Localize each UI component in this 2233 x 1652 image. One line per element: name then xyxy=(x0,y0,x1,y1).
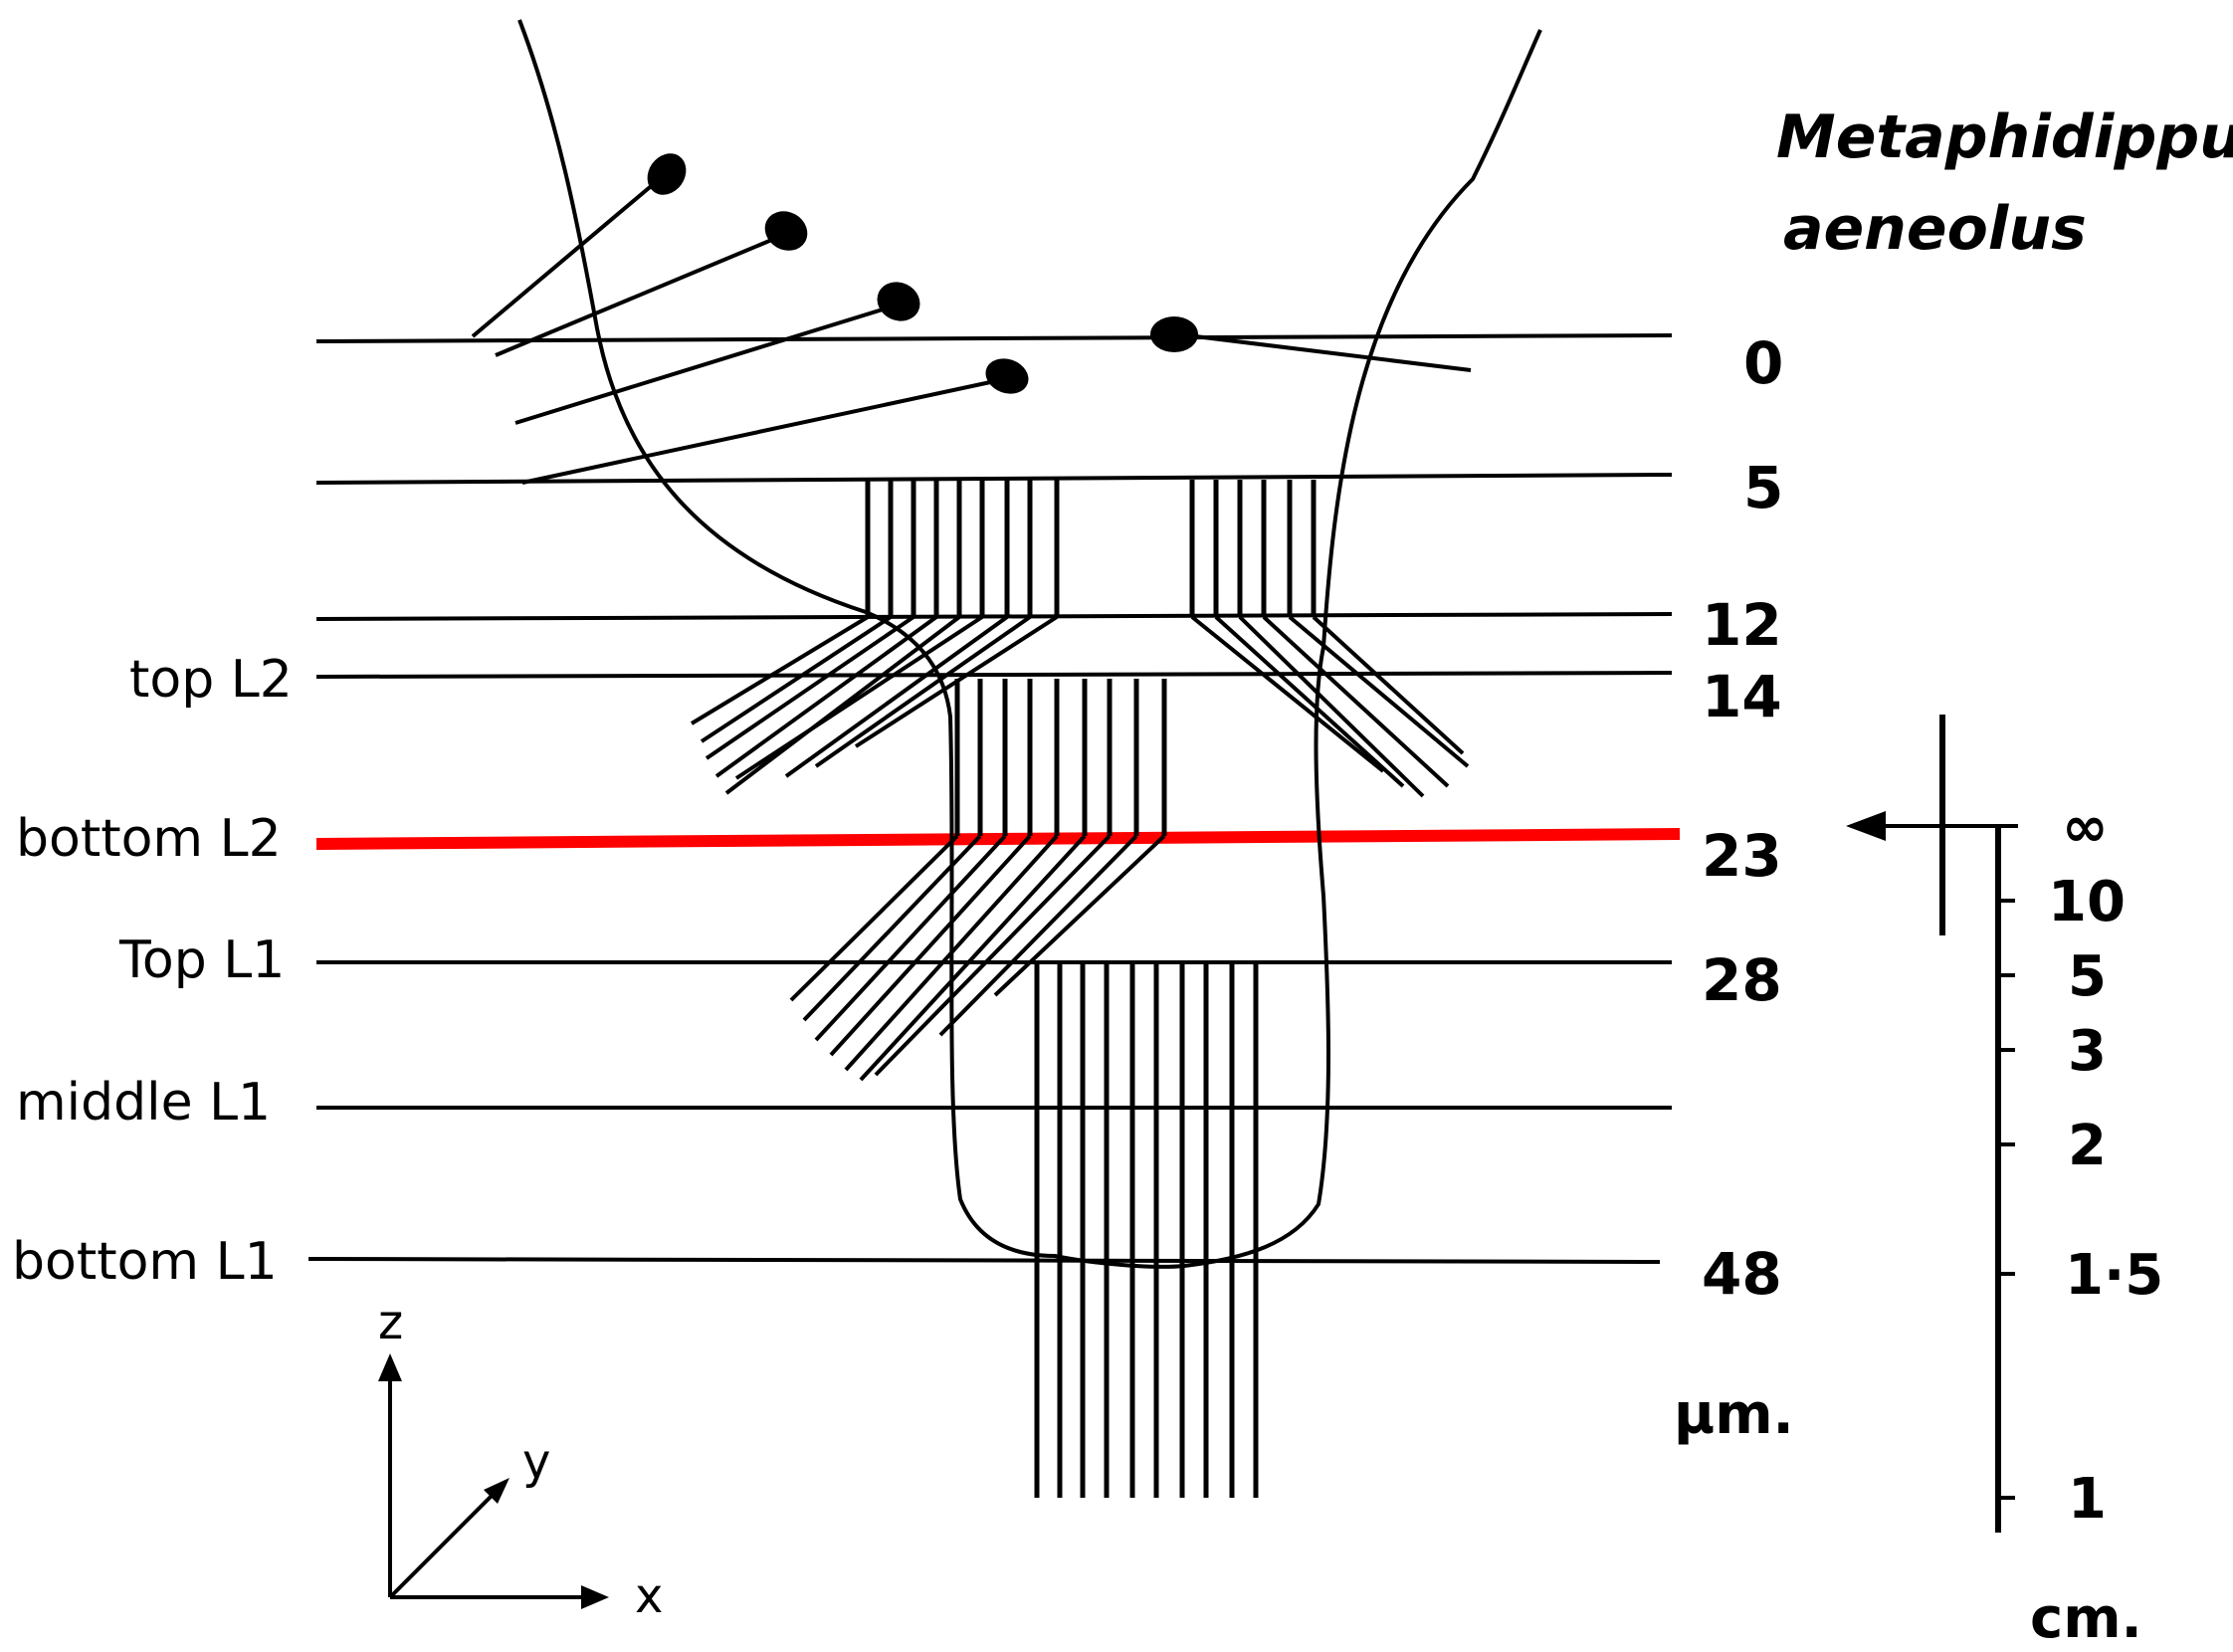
diagonal-right-upper xyxy=(1190,615,1470,798)
diagonal xyxy=(859,834,1087,1082)
depth-unit: µm. xyxy=(1674,1382,1794,1447)
diagonal xyxy=(724,615,961,795)
fiber-bulb-1 xyxy=(647,153,687,195)
depth-label-5: 5 xyxy=(1743,454,1783,521)
scale-label-1: 1 xyxy=(2068,1467,2107,1532)
fiber-1 xyxy=(471,175,664,338)
layer-line-14 xyxy=(315,671,1673,679)
diagonal xyxy=(874,834,1112,1077)
diagonal xyxy=(784,615,1009,778)
scale-unit: cm. xyxy=(2030,1586,2142,1651)
diagonal xyxy=(690,615,870,725)
diagonal xyxy=(844,834,1059,1072)
diagonal xyxy=(993,834,1166,997)
layer-line-12 xyxy=(315,612,1673,621)
layer-line-0 xyxy=(315,333,1673,343)
rods-upper xyxy=(865,480,1317,617)
y-axis-label: y xyxy=(522,1434,550,1490)
diagonal xyxy=(814,615,1032,768)
diagonal xyxy=(789,834,959,1002)
diagonal xyxy=(705,615,915,760)
depth-label-23: 23 xyxy=(1702,822,1782,890)
x-axis-label: x xyxy=(635,1568,663,1624)
fiber-bulb-2 xyxy=(764,211,808,251)
y-axis xyxy=(388,1486,502,1599)
layer-line-5 xyxy=(315,473,1673,485)
x-axis-arrow xyxy=(581,1585,609,1609)
boundary-curve xyxy=(517,19,1542,1269)
scale-label-5: 5 xyxy=(2068,944,2107,1009)
z-axis-label: z xyxy=(378,1295,403,1350)
diagonal xyxy=(714,615,938,778)
layer-lines xyxy=(307,333,1681,1264)
layer-label-top-l2: top L2 xyxy=(129,650,293,710)
depth-label-0: 0 xyxy=(1743,329,1783,397)
layer-label-top-l1: Top L1 xyxy=(118,930,285,990)
rods-l2 xyxy=(954,679,1167,836)
layer-label-bottom-l2: bottom L2 xyxy=(16,809,282,869)
diagonal-left-lower xyxy=(789,834,1166,1082)
axes-3d xyxy=(378,1353,609,1609)
fiber-4 xyxy=(521,379,996,485)
diagonal xyxy=(802,834,982,1022)
depth-label-14: 14 xyxy=(1702,663,1782,730)
diagonal xyxy=(1288,615,1470,768)
species-name-line2: aeneolus xyxy=(1783,194,2087,264)
y-axis-arrow xyxy=(484,1478,509,1504)
species-name-line1: Metaphidippus xyxy=(1776,103,2233,172)
fiber-bulb-5 xyxy=(1150,316,1198,352)
focus-scale xyxy=(1846,715,2018,1533)
fiber-5 xyxy=(1178,332,1472,372)
layer-line-48 xyxy=(307,1257,1661,1264)
diagonal xyxy=(734,615,984,780)
diagonal xyxy=(1238,615,1425,798)
scale-arrow-head xyxy=(1846,811,1886,841)
eye-boundary xyxy=(517,19,1542,1269)
receptor-fibers xyxy=(471,153,1472,485)
diagonal xyxy=(814,834,1007,1042)
diagonal xyxy=(938,834,1138,1037)
diagonal xyxy=(1312,615,1465,755)
fiber-bulb-3 xyxy=(877,282,920,321)
diagonal-left-upper xyxy=(690,615,1059,795)
scale-label-10: 10 xyxy=(2048,870,2126,934)
scale-label-1-5: 1·5 xyxy=(2065,1243,2163,1308)
diagonal xyxy=(700,615,893,743)
fiber-2 xyxy=(495,237,775,357)
z-axis-arrow xyxy=(378,1353,402,1381)
depth-label-12: 12 xyxy=(1702,591,1782,659)
rods-l1 xyxy=(1034,963,1259,1498)
layer-label-middle-l1: middle L1 xyxy=(16,1073,271,1133)
layer-label-bottom-l1: bottom L1 xyxy=(12,1232,278,1292)
depth-label-28: 28 xyxy=(1702,946,1782,1014)
diagonal xyxy=(1214,615,1405,788)
diagonal xyxy=(1262,615,1450,788)
scale-label-2: 2 xyxy=(2068,1114,2107,1178)
diagonal xyxy=(829,834,1032,1057)
layer-line-bottom-l2-highlight xyxy=(315,828,1681,850)
depth-label-48: 48 xyxy=(1702,1240,1782,1308)
fiber-bulb-4 xyxy=(985,358,1029,394)
diagonal xyxy=(1190,615,1385,773)
scale-label-infinity: ∞ xyxy=(2062,795,2109,860)
fiber-3 xyxy=(514,307,887,425)
scale-label-3: 3 xyxy=(2068,1019,2107,1084)
